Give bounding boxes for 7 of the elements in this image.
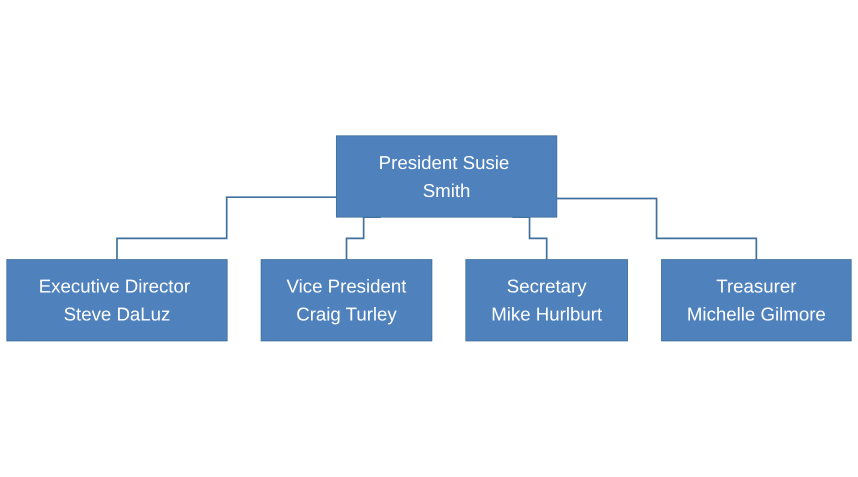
node-box: Vice President Craig Turley (260, 259, 432, 342)
node-box: President Susie Smith (336, 136, 558, 218)
node-box: Secretary Mike Hurlburt (465, 259, 628, 342)
node-box: Treasurer Michelle Gilmore (661, 259, 852, 342)
connector (556, 198, 758, 261)
node-box: Executive Director Steve DaLuz (6, 259, 228, 342)
connector (116, 196, 336, 261)
